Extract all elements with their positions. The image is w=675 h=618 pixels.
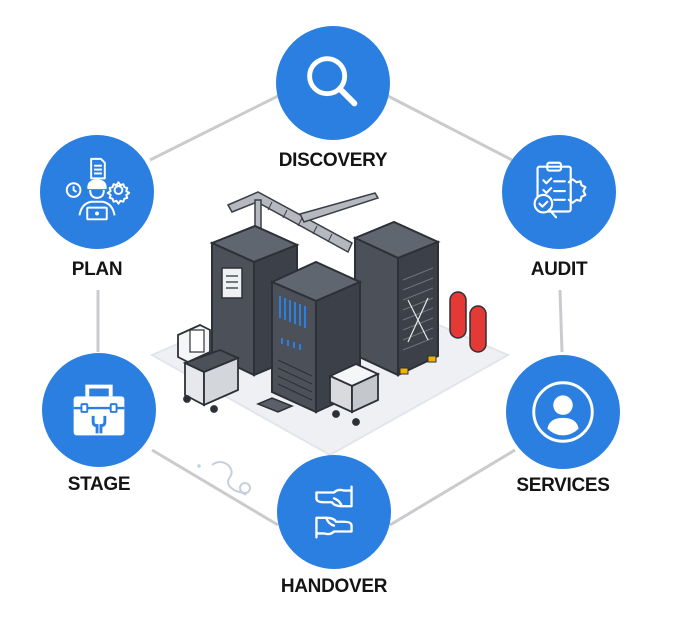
engineer-planning-icon [65, 157, 131, 221]
desk-with-document [177, 324, 241, 413]
stage-node-stage[interactable] [42, 353, 156, 467]
fire-suppression-tanks [449, 291, 487, 353]
server-rack-right [352, 220, 441, 377]
server-rack-center [269, 260, 363, 414]
floor-vent [256, 397, 294, 413]
stage-node-discovery[interactable] [276, 26, 390, 140]
stage-label-services: SERVICES [516, 475, 610, 496]
clipboard-checklist-icon [533, 161, 587, 219]
stage-label-audit: AUDIT [530, 259, 588, 280]
connector-services-handover [389, 448, 516, 527]
toolbox-icon [73, 384, 125, 436]
connector-handover-stage [151, 448, 279, 527]
equipment-cart [327, 363, 381, 426]
connector-lines [96, 93, 564, 527]
stage-label-plan: PLAN [71, 259, 123, 280]
blue-cabling [279, 296, 306, 350]
connector-audit-services [558, 289, 564, 353]
connector-discovery-audit [385, 93, 513, 162]
stage-label-discovery: DISCOVERY [278, 150, 388, 171]
handover-hands-icon [315, 485, 353, 539]
connector-plan-discovery [149, 93, 281, 162]
stage-label-stage: STAGE [67, 474, 131, 495]
stage-node-plan[interactable] [40, 135, 154, 249]
cable-tray [226, 191, 380, 254]
stage-node-handover[interactable] [277, 455, 391, 569]
server-room-illustration [149, 191, 511, 496]
stage-label-handover: HANDOVER [280, 576, 388, 597]
magnifier-icon [307, 56, 358, 107]
cable-squiggle [211, 461, 247, 496]
stage-node-audit[interactable] [502, 135, 616, 249]
stage-node-services[interactable] [506, 355, 620, 469]
user-circle-icon [532, 381, 594, 443]
